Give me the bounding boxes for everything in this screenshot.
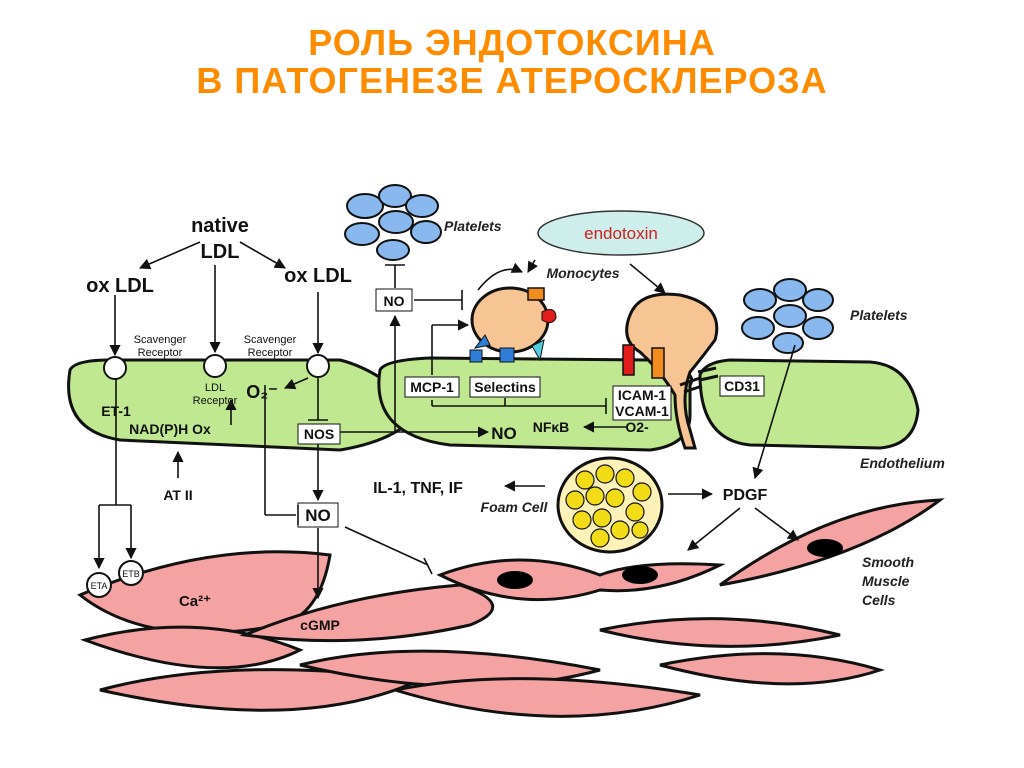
smooth-muscle-layer bbox=[77, 498, 945, 718]
monocyte-migrating bbox=[622, 292, 719, 450]
endothelium-label: Endothelium bbox=[860, 455, 945, 471]
platelets-right-label: Platelets bbox=[850, 307, 908, 323]
endotoxin-oval bbox=[537, 210, 705, 256]
selectins-label: Selectins bbox=[474, 379, 536, 395]
title-line-1: РОЛЬ ЭНДОТОКСИНА bbox=[308, 22, 716, 63]
icam1-label: ICAM-1 bbox=[618, 387, 666, 403]
cgmp-label: cGMP bbox=[300, 617, 340, 633]
etb-receptor bbox=[118, 560, 144, 586]
ldl-label: LDL bbox=[201, 241, 240, 263]
endotoxin-label: endotoxin bbox=[584, 224, 658, 243]
il-tnf-label: IL-1, TNF, IF bbox=[373, 480, 463, 497]
arrows-layer bbox=[93, 241, 799, 600]
etb-label: ETB bbox=[122, 569, 140, 579]
native-label: native bbox=[191, 215, 249, 237]
o2-small-label: O2- bbox=[625, 419, 649, 435]
nos-box bbox=[297, 423, 341, 445]
pdgf-label: PDGF bbox=[723, 487, 768, 504]
eta-label: ETA bbox=[91, 581, 108, 591]
ca-label: Ca²⁺ bbox=[179, 593, 211, 610]
monocyte-round bbox=[469, 286, 557, 363]
selectins-box bbox=[469, 376, 541, 398]
nos-label: NOS bbox=[304, 426, 334, 442]
platelets-top-label: Platelets bbox=[444, 218, 502, 234]
platelets-top-cluster bbox=[344, 184, 442, 261]
cd31-label: CD31 bbox=[724, 378, 760, 394]
at2-label: AT II bbox=[163, 487, 192, 503]
mcp1-box bbox=[404, 376, 460, 398]
scavenger-receptor-left bbox=[103, 356, 127, 380]
vcam1-label: VCAM-1 bbox=[615, 403, 669, 419]
ldl-receptor bbox=[203, 354, 227, 378]
no-top-label: NO bbox=[384, 293, 405, 309]
mcp1-label: MCP-1 bbox=[410, 379, 454, 395]
platelets-right-cluster bbox=[741, 278, 834, 354]
cd31-box bbox=[719, 375, 765, 397]
muscle-label: Muscle bbox=[862, 573, 910, 589]
scavenger-receptor-right bbox=[306, 354, 330, 378]
o2-minus-label: O₂⁻ bbox=[246, 382, 278, 402]
no-top-box bbox=[375, 288, 413, 312]
foam-cell-label: Foam Cell bbox=[481, 499, 549, 515]
eta-receptor bbox=[86, 572, 112, 598]
nadph-ox-label: NAD(P)H Ox bbox=[129, 421, 211, 437]
scavenger-left-line2: Receptor bbox=[138, 347, 183, 359]
no-bottom-label: NO bbox=[305, 506, 331, 525]
et1-label: ET-1 bbox=[101, 403, 131, 419]
smooth-label: Smooth bbox=[862, 554, 914, 570]
monocytes-label: Monocytes bbox=[546, 265, 619, 281]
no-mid-label: NO bbox=[491, 424, 517, 443]
scavenger-right-line2: Receptor bbox=[248, 347, 293, 359]
foam-cell bbox=[556, 456, 664, 554]
ldl-receptor-line1: LDL bbox=[205, 382, 225, 394]
icam-vcam-box bbox=[612, 385, 672, 421]
nfkb-label: NFκB bbox=[533, 419, 570, 435]
title-line-2: В ПАТОГЕНЕЗЕ АТЕРОСКЛЕРОЗА bbox=[196, 60, 828, 101]
scavenger-left-line1: Scavenger bbox=[134, 334, 187, 346]
cells-label: Cells bbox=[862, 592, 896, 608]
ox-ldl-left-label: ox LDL bbox=[86, 275, 154, 297]
scavenger-right-line1: Scavenger bbox=[244, 334, 297, 346]
ox-ldl-right-label: ox LDL bbox=[284, 265, 352, 287]
ldl-receptor-line2: Receptor bbox=[193, 395, 238, 407]
